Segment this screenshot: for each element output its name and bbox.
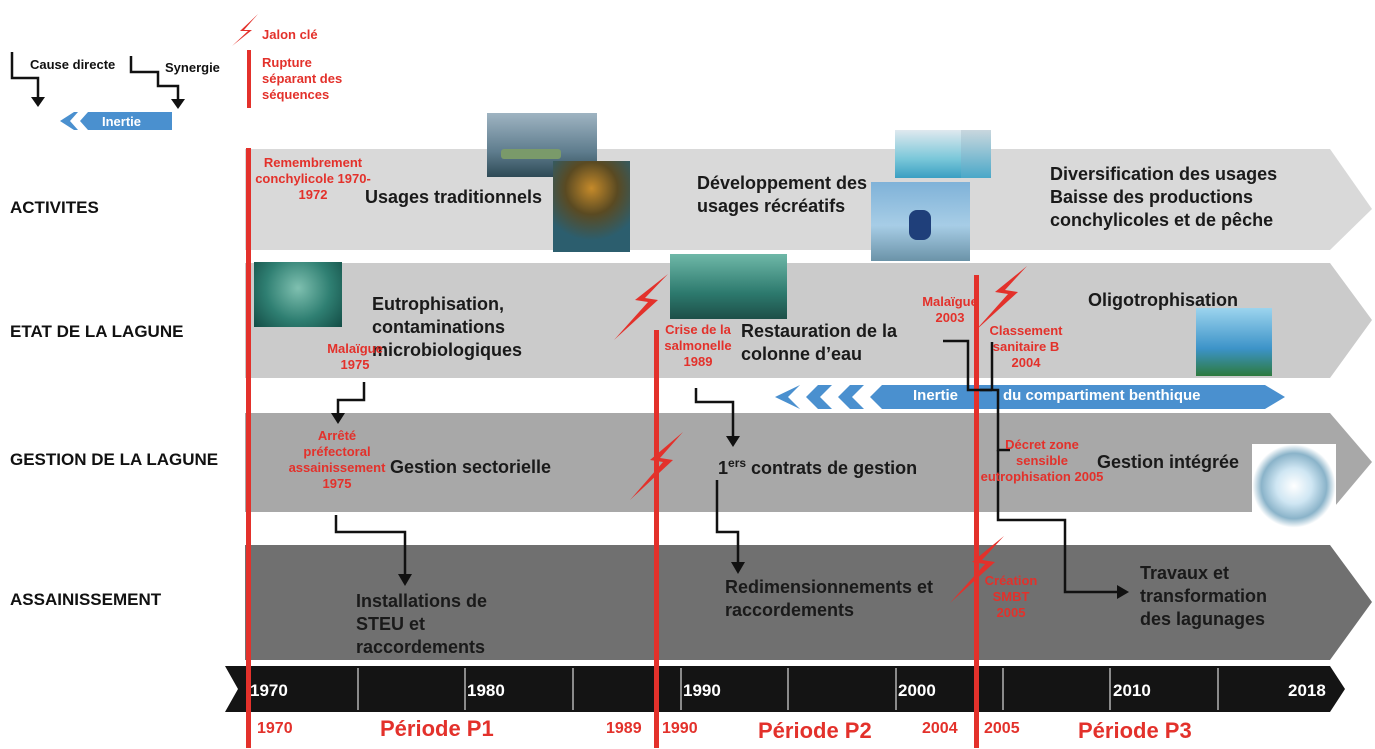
period-year-1989: 1989 [606,720,642,737]
period-p2-label: Période P2 [758,718,872,743]
photo-water-column [670,254,787,319]
rupture-line-1970 [246,148,251,748]
photo-kitesurf [871,182,970,261]
lane-etat-arrow [245,263,1372,378]
malaigue-1975-label: Malaïgue 1975 [327,341,383,372]
timeline-ticks [357,668,1219,710]
timeline-bar [225,666,1345,712]
travaux-label: Travaux et transformation des lagunages [1140,563,1268,629]
restauration-label: Restauration de la colonne d’eau [741,321,898,364]
rupture-line-2004 [974,275,979,748]
developpement-label: Développement des usages récréatifs [697,173,868,216]
remembrement-label: Remembrement conchylicole 1970-1972 [255,155,371,202]
inertia-benthic-arrow [775,385,1285,409]
rupture-line-1989 [654,330,659,748]
period-year-1970: 1970 [257,720,293,737]
period-year-1990: 1990 [662,720,698,737]
arrowhead-installations [398,574,412,586]
redimensionnements-label: Redimensionnements et raccordements [725,577,934,620]
photo-pool-2 [961,130,991,178]
contrats-superscript: ers [728,456,747,470]
installations-label: Installations de STEU et raccordements [356,591,488,657]
lane-assainissement-arrow [245,545,1372,660]
inertie-benthique-label-2: du compartiment benthique [1003,387,1201,404]
legend-synergy-arrow [129,56,180,102]
legend-rupture-label: Rupture séparant des séquences [262,55,343,102]
photo-pool [895,130,961,178]
legend-inertia-label: Inertie [102,114,142,129]
gestion-integree-label: Gestion intégrée [1097,452,1240,472]
legend-direct-cause-head [31,97,45,107]
crise-salmonelle-label: Crise de la salmonelle 1989 [664,322,732,369]
lane-gestion-arrow [245,413,1372,512]
lane-label-etat: ETAT DE LA LAGUNE [10,322,184,341]
period-p1-label: Période P1 [380,716,494,741]
inertie-benthique-label-1: Inertie [913,387,959,404]
eutrophisation-label: Eutrophisation, contaminations microbiol… [372,294,523,360]
oligotrophisation-label: Oligotrophisation [1088,290,1238,310]
timeline-year-2010: 2010 [1113,681,1151,700]
contrats-label: 1ers contrats de gestion [718,452,917,480]
period-year-2005: 2005 [984,720,1020,737]
legend-synergy-label: Synergie [165,60,220,75]
contrats-text: contrats de gestion [746,458,918,478]
diversification-label: Diversification des usages Baisse des pr… [1050,164,1278,230]
arrowhead-contrats [726,436,740,447]
creation-label: Création SMBT 2005 [984,573,1038,620]
legend-synergy-head [171,99,185,109]
timeline-year-2000: 2000 [898,681,936,700]
photo-hands-circle [1252,444,1336,528]
lane-label-activites: ACTIVITES [10,198,99,217]
legend-direct-cause-label: Cause directe [30,57,116,72]
timeline-year-1970: 1970 [250,681,288,700]
decret-label: Décret zone sensible eutrophisation 2005 [980,437,1104,484]
legend-direct-cause-arrow [10,52,40,100]
legend-inertia-arrow [60,112,172,130]
timeline-year-1980: 1980 [467,681,505,700]
lane-label-assainissement: ASSAINISSEMENT [10,590,162,609]
lane-label-gestion: GESTION DE LA LAGUNE [10,450,219,469]
arrowhead-redimensionnements [731,562,745,574]
timeline-year-1990: 1990 [683,681,721,700]
contrats-number: 1 [718,458,729,478]
photo-shellfish-rope [553,161,630,252]
timeline-year-2018: 2018 [1288,681,1326,700]
photo-eutrophic-water [254,262,342,327]
classement-label: Classement sanitaire B 2004 [989,323,1063,370]
arrowhead-travaux [1117,585,1129,599]
legend-lightning-icon [232,14,258,46]
arrowhead-arrete [331,413,345,424]
period-year-2004: 2004 [922,720,958,737]
legend-rupture-bar [247,50,251,108]
photo-seagrass [1196,308,1272,376]
malaigue-2003-label: Malaïgue 2003 [922,294,978,325]
causal-arrows [334,339,1120,594]
arrete-label: Arrêté préfectoral assainissement 1975 [288,428,386,491]
period-p3-label: Période P3 [1078,718,1192,743]
usages-traditionnels-label: Usages traditionnels [365,187,543,207]
gestion-sectorielle-label: Gestion sectorielle [390,457,552,477]
legend-key-milestone-label: Jalon clé [262,27,318,42]
